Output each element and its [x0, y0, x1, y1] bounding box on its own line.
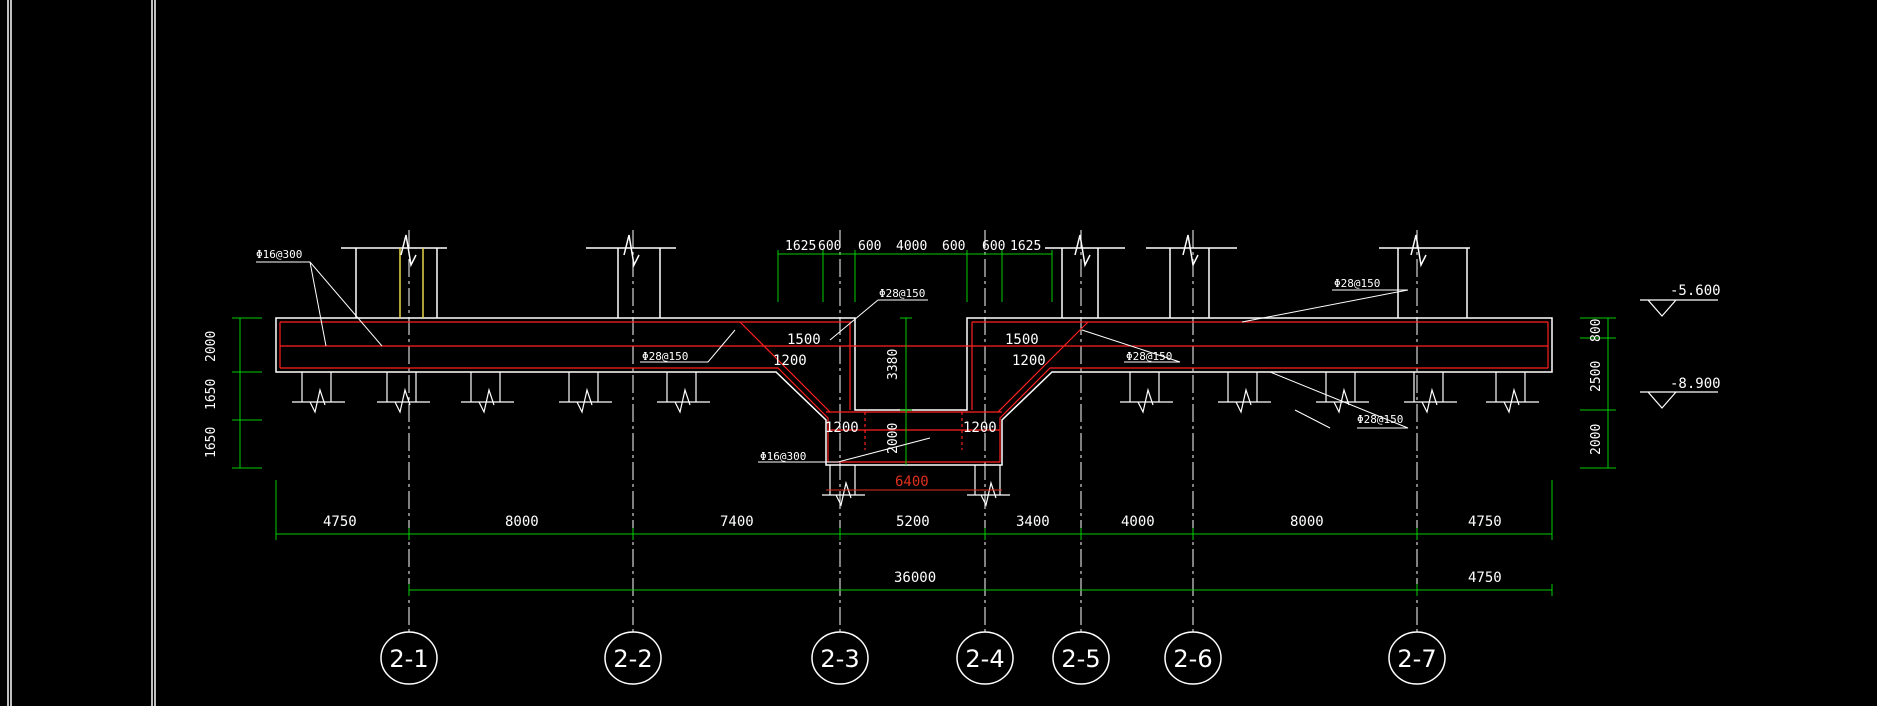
- dim-text: 1650: [204, 427, 219, 458]
- dim-text: 2000: [1589, 424, 1604, 455]
- dim-text: 1625: [785, 239, 816, 254]
- rebar: [279, 321, 1549, 463]
- viewport-frame: [7, 0, 156, 706]
- dim-text: 4750: [323, 514, 357, 530]
- axis-label: 2-3: [820, 645, 859, 673]
- dim-text-total: 36000: [894, 570, 936, 586]
- rebar-label: Φ28@150: [642, 350, 688, 363]
- dim-text: 5200: [896, 514, 930, 530]
- axis-label: 2-6: [1173, 645, 1212, 673]
- dim-text: 3400: [1016, 514, 1050, 530]
- dim-text: 600: [982, 239, 1005, 254]
- dimension-lines: [232, 250, 1616, 596]
- pit-depth-dim: 3380: [886, 349, 901, 380]
- raft-slab-outline: [275, 234, 1553, 466]
- rebar-label: Φ16@300: [256, 248, 302, 261]
- rebar-label: Φ28@150: [1126, 350, 1172, 363]
- dim-text: 2500: [1589, 361, 1604, 392]
- dim-text: 8000: [505, 514, 539, 530]
- dim-text: 1625: [1010, 239, 1041, 254]
- dim-text: 600: [942, 239, 965, 254]
- rebar-label-texts: Φ16@300 Φ28@150 Φ28@150 Φ16@300 Φ28@150 …: [256, 248, 1403, 463]
- axis-label: 2-5: [1061, 645, 1100, 673]
- dim-text: 4750: [1468, 514, 1502, 530]
- dim-text: 2000: [204, 331, 219, 362]
- dim-text: 600: [818, 239, 841, 254]
- axis-centerlines: [408, 230, 1418, 632]
- dim-text: 1650: [204, 379, 219, 410]
- rebar-label: Φ16@300: [760, 450, 806, 463]
- axis-label: 2-7: [1397, 645, 1436, 673]
- vertical-dimension-texts: 2000 1650 1650 800 2500 2000 3380 2000: [204, 319, 1604, 458]
- elevation-texts: -5.600 -8.900: [1670, 283, 1721, 392]
- pit-width-dim: 6400: [895, 474, 929, 490]
- elevation-label: -8.900: [1670, 376, 1721, 392]
- piles: [292, 372, 1539, 507]
- dim-text: 8000: [1290, 514, 1324, 530]
- dim-text: 1200: [963, 420, 997, 436]
- dim-text: 1200: [825, 420, 859, 436]
- axis-label: 2-1: [389, 645, 428, 673]
- rebar-leaders: [256, 261, 1409, 463]
- dim-text: 1200: [1012, 353, 1046, 369]
- rebar-label: Φ28@150: [879, 287, 925, 300]
- axis-label: 2-2: [613, 645, 652, 673]
- top-dimension-texts: 1625 600 600 4000 600 600 1625: [785, 239, 1041, 254]
- dim-text: 600: [858, 239, 881, 254]
- dim-text: 4000: [896, 239, 927, 254]
- dim-text: 1500: [1005, 332, 1039, 348]
- rebar-label: Φ28@150: [1357, 413, 1403, 426]
- dim-text: 4750: [1468, 570, 1502, 586]
- dim-text: 4000: [1121, 514, 1155, 530]
- rebar-label: Φ28@150: [1334, 277, 1380, 290]
- dim-text: 800: [1589, 319, 1604, 342]
- pit-slab-dim: 2000: [886, 423, 901, 454]
- axis-label: 2-4: [965, 645, 1004, 673]
- elevation-markers: [1640, 299, 1718, 409]
- dim-text: 7400: [720, 514, 754, 530]
- elevation-label: -5.600: [1670, 283, 1721, 299]
- axis-bubbles: [380, 631, 1446, 685]
- bottom-dimension-texts: 4750 8000 7400 5200 3400 4000 8000 4750 …: [323, 514, 1502, 586]
- pit-dimension-texts: 1500 1200 1500 1200 1200 1200 6400: [773, 332, 1046, 490]
- dim-text: 1500: [787, 332, 821, 348]
- dim-text: 1200: [773, 353, 807, 369]
- axis-label-texts: 2-1 2-2 2-3 2-4 2-5 2-6 2-7: [389, 645, 1436, 673]
